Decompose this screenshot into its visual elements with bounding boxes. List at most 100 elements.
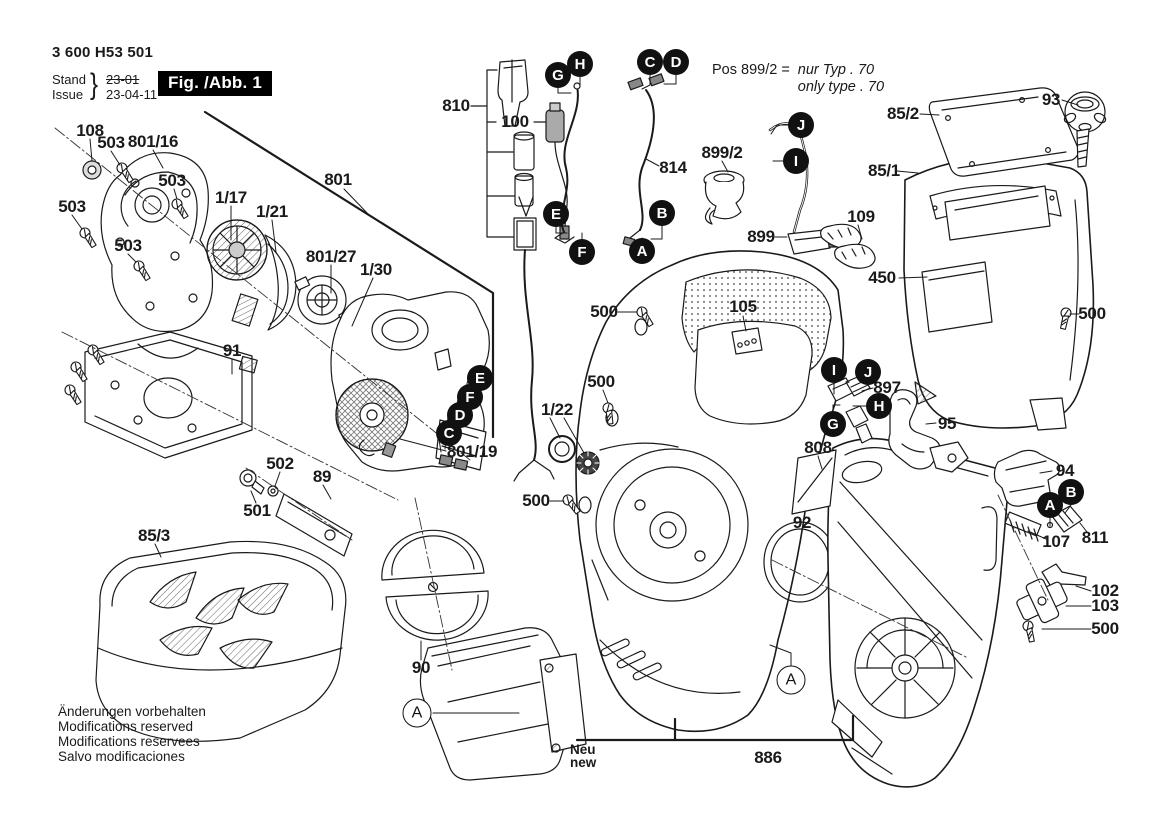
callout-badge-E: E bbox=[467, 365, 493, 391]
part-label-105: 105 bbox=[729, 297, 757, 316]
new-flag-line1: Neu bbox=[570, 742, 596, 757]
part-label-801-27: 801/27 bbox=[305, 247, 357, 266]
type-note-line2: only type . 70 bbox=[797, 79, 885, 95]
callout-badge-B: B bbox=[649, 200, 675, 226]
part-label-85-2: 85/2 bbox=[887, 104, 919, 123]
modifications-notice-line: Modifications reservees bbox=[58, 734, 200, 749]
revision-brace: } bbox=[90, 68, 99, 101]
type-note: Pos 899/2 = nur Typ . 70 only type . 70 bbox=[712, 62, 884, 96]
part-label-107: 107 bbox=[1042, 532, 1070, 551]
callout-badge-outline-A: A bbox=[776, 665, 806, 695]
modifications-notice-line: Änderungen vorbehalten bbox=[58, 704, 206, 719]
knob-part bbox=[1063, 91, 1107, 168]
switch-cable-group bbox=[497, 59, 570, 482]
part-label-897: 897 bbox=[873, 378, 901, 397]
revision-block: Stand Issue bbox=[52, 72, 86, 102]
part-label-90: 90 bbox=[411, 658, 431, 677]
part-label-810: 810 bbox=[442, 96, 470, 115]
part-label-89: 89 bbox=[312, 467, 332, 486]
lid-part bbox=[928, 87, 1079, 177]
part-label-1-30: 1/30 bbox=[360, 260, 392, 279]
part-label-886: 886 bbox=[754, 748, 782, 767]
part-label-95: 95 bbox=[937, 414, 957, 433]
gear-cover-part bbox=[82, 152, 214, 333]
funnel-housing-part bbox=[575, 250, 845, 733]
part-label-503: 503 bbox=[114, 236, 142, 255]
callout-badge-E: E bbox=[543, 201, 569, 227]
part-label-899-2: 899/2 bbox=[701, 143, 743, 162]
axis-lines bbox=[54, 127, 1049, 671]
part-label-808: 808 bbox=[804, 438, 832, 457]
cable-clamp-part bbox=[820, 223, 876, 269]
issue-label: Issue bbox=[52, 87, 84, 102]
callout-badge-A: A bbox=[1037, 492, 1063, 518]
part-label-801-16: 801/16 bbox=[127, 132, 179, 151]
part-label-500: 500 bbox=[522, 491, 550, 510]
callout-badge-H: H bbox=[866, 393, 892, 419]
modifications-notice-line: Salvo modificaciones bbox=[58, 749, 185, 764]
new-part-flag: Neu new bbox=[570, 742, 597, 770]
document-part-number: 3 600 H53 501 bbox=[52, 44, 154, 61]
callout-badge-H: H bbox=[567, 51, 593, 77]
right-shell-part bbox=[827, 437, 1009, 788]
type-note-line1: nur Typ . 70 bbox=[797, 62, 875, 78]
part-label-500: 500 bbox=[587, 372, 615, 391]
part-label-103: 103 bbox=[1091, 596, 1119, 615]
part-label-502: 502 bbox=[266, 454, 294, 473]
part-label-85-3: 85/3 bbox=[138, 526, 170, 545]
small-parts-right bbox=[993, 449, 1087, 624]
issue-value: 23-04-11 bbox=[106, 87, 158, 102]
chute-part bbox=[419, 627, 587, 781]
part-label-108: 108 bbox=[76, 121, 104, 140]
callout-badge-I: I bbox=[821, 357, 847, 383]
callout-badge-J: J bbox=[855, 359, 881, 385]
callout-badge-J: J bbox=[788, 112, 814, 138]
part-label-500: 500 bbox=[590, 302, 618, 321]
part-label-801-19: 801/19 bbox=[446, 442, 498, 461]
part-label-85-1: 85/1 bbox=[868, 161, 900, 180]
callout-badge-I: I bbox=[783, 148, 809, 174]
callout-badge-C: C bbox=[637, 49, 663, 75]
callout-badge-C: C bbox=[436, 420, 462, 446]
fan-cover-part bbox=[264, 234, 297, 331]
part-label-94: 94 bbox=[1055, 461, 1075, 480]
part-label-503: 503 bbox=[58, 197, 86, 216]
part-label-109: 109 bbox=[847, 207, 875, 226]
part-label-91: 91 bbox=[222, 341, 242, 360]
part-label-102: 102 bbox=[1091, 581, 1119, 600]
callout-badge-D: D bbox=[663, 49, 689, 75]
part-label-92: 92 bbox=[792, 513, 812, 532]
part-label-899: 899 bbox=[747, 227, 775, 246]
collection-box-part bbox=[95, 540, 347, 742]
part-label-801: 801 bbox=[324, 170, 352, 189]
blade-holder-part bbox=[239, 469, 353, 557]
part-label-500: 500 bbox=[1078, 304, 1106, 323]
callout-badge-G: G bbox=[820, 411, 846, 437]
latch-part bbox=[888, 389, 969, 473]
group-boundary-lines bbox=[203, 110, 855, 742]
part-label-501: 501 bbox=[243, 501, 271, 520]
figure-label: Fig. /Abb. 1 bbox=[158, 71, 273, 96]
callout-badge-A: A bbox=[629, 238, 655, 264]
upper-housing-part bbox=[903, 157, 1095, 431]
callout-badge-F: F bbox=[569, 239, 595, 265]
bearing-rings-part bbox=[548, 435, 600, 475]
pad-part bbox=[791, 449, 837, 515]
stand-label: Stand bbox=[52, 72, 86, 87]
fan-part bbox=[206, 219, 268, 327]
part-label-503: 503 bbox=[97, 133, 125, 152]
part-label-450: 450 bbox=[868, 268, 896, 287]
part-label-100: 100 bbox=[501, 112, 529, 131]
new-flag-line2: new bbox=[570, 755, 597, 770]
revision-values: 23-01 23-04-11 bbox=[106, 72, 157, 102]
part-label-93: 93 bbox=[1041, 90, 1061, 109]
callout-badge-G: G bbox=[545, 62, 571, 88]
part-label-1-21: 1/21 bbox=[256, 202, 288, 221]
bracket-810 bbox=[470, 69, 547, 238]
base-support-part bbox=[84, 331, 258, 459]
modifications-notice-line: Modifications reserved bbox=[58, 719, 194, 734]
part-label-500: 500 bbox=[1091, 619, 1119, 638]
